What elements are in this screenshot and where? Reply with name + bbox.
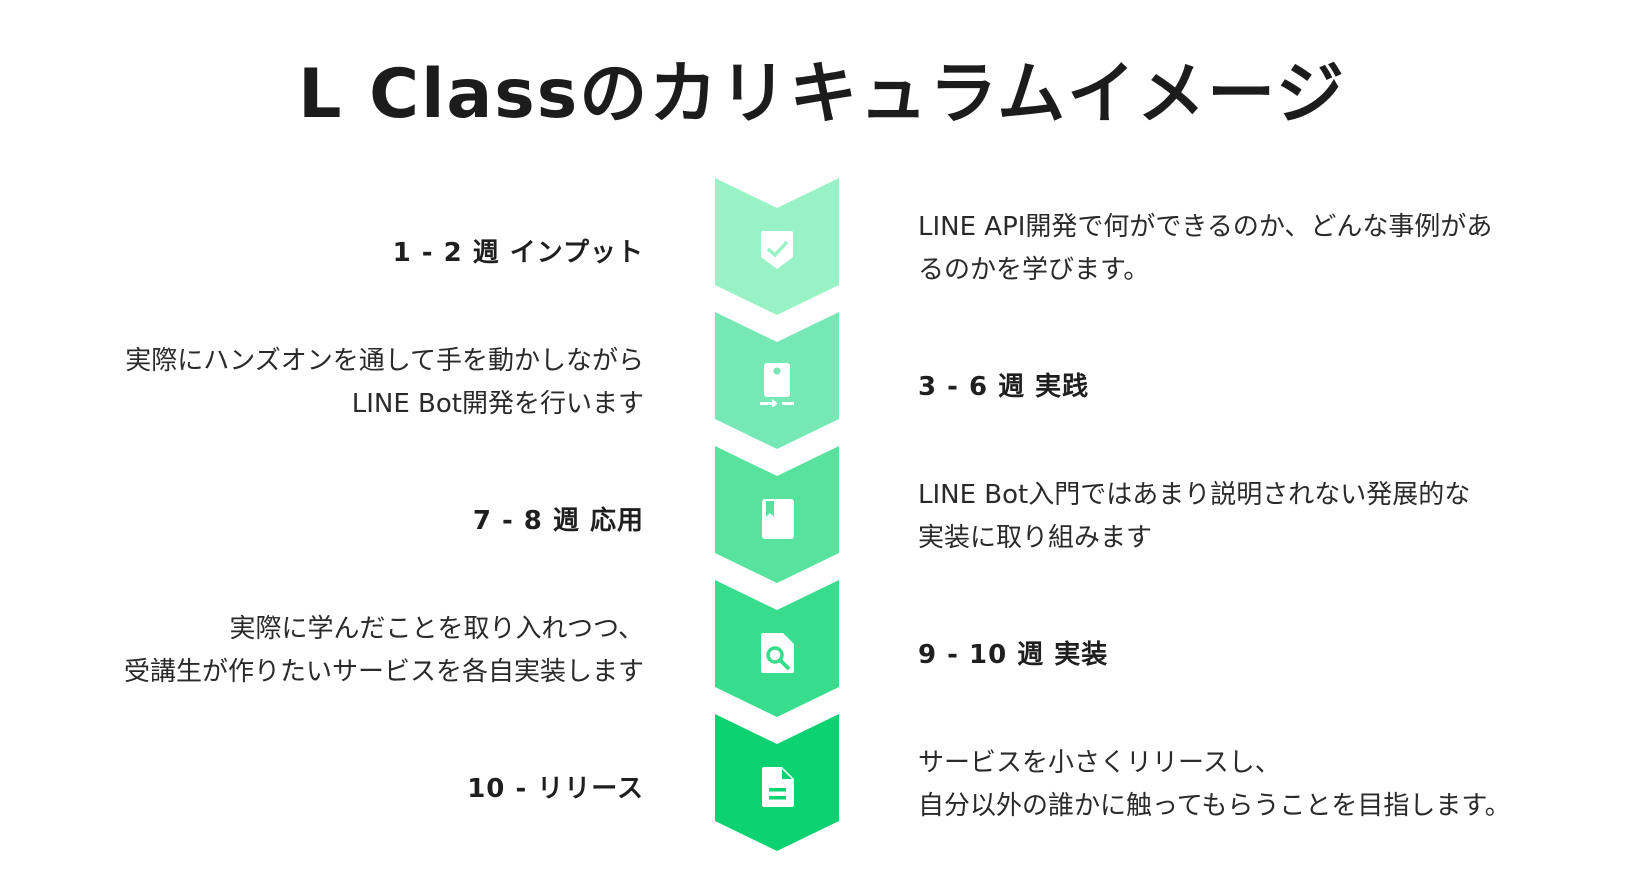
step-2-period: 3 - 6 週 実践	[918, 372, 1090, 402]
chevron-step-1	[715, 178, 839, 315]
step-5-description: サービスを小さくリリースし、 自分以外の誰かに触ってもらうことを目指します。	[918, 748, 1511, 821]
bookmark-book-icon	[762, 499, 794, 539]
shield-check-icon	[761, 231, 793, 269]
step-4-period: 9 - 10 週 実装	[918, 640, 1109, 670]
curriculum-flow	[715, 178, 839, 858]
chevron-step-2	[715, 312, 839, 449]
step-1-description: LINE API開発で何ができるのか、どんな事例があ るのかを学びます。	[918, 212, 1493, 285]
step-4-description: 実際に学んだことを取り入れつつ、 受講生が作りたいサービスを各自実装します	[123, 614, 644, 687]
step-3-description: LINE Bot入門ではあまり説明されない発展的な 実装に取り組みます	[918, 480, 1471, 553]
chevron-step-3	[715, 446, 839, 583]
document-text-icon	[762, 767, 794, 807]
document-search-icon	[761, 633, 794, 673]
chevron-step-4	[715, 580, 839, 717]
page-title: L Classのカリキュラムイメージ	[298, 55, 1346, 134]
step-1-period: 1 - 2 週 インプット	[392, 238, 644, 268]
chevron-step-5	[715, 714, 839, 851]
step-5-period: 10 - リリース	[467, 774, 644, 804]
device-deploy-icon	[760, 363, 794, 407]
step-3-period: 7 - 8 週 応用	[472, 506, 644, 536]
step-2-description: 実際にハンズオンを通して手を動かしながら LINE Bot開発を行います	[125, 346, 644, 419]
